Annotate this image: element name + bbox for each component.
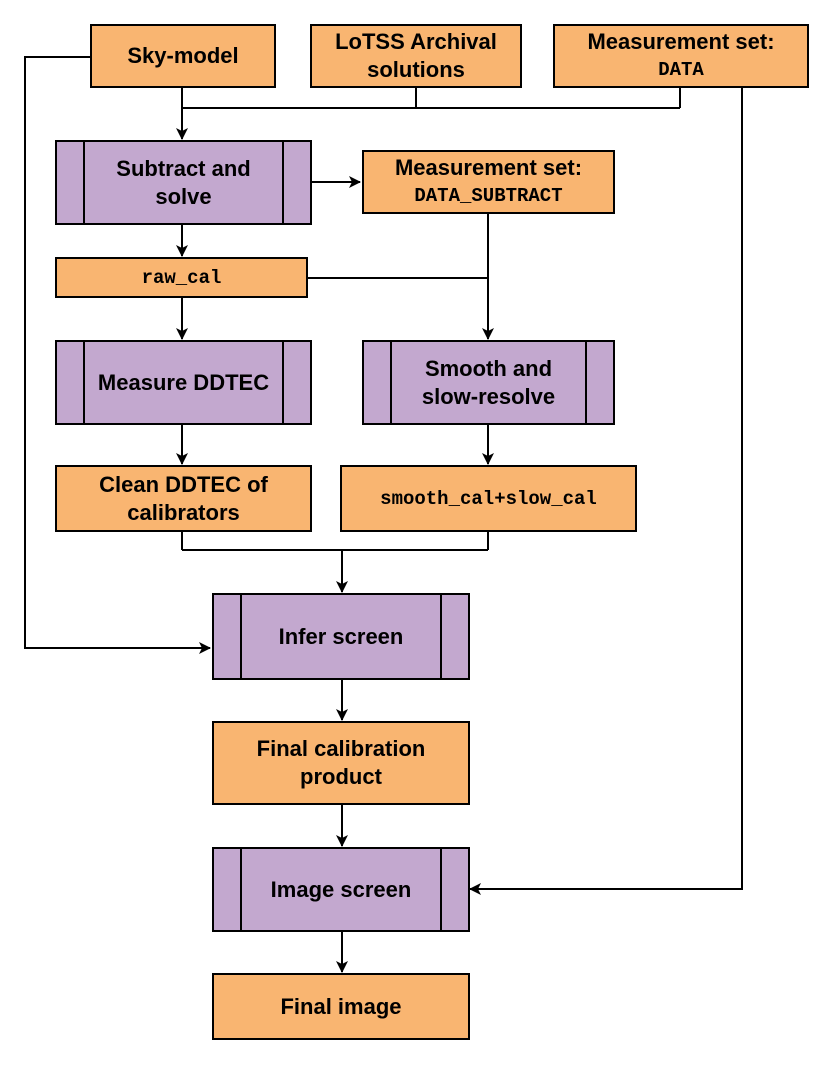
final-calibration-product-node: Final calibration product bbox=[212, 721, 470, 805]
lotss-label-line1: LoTSS Archival bbox=[335, 29, 497, 54]
sky-model-node: Sky-model bbox=[90, 24, 276, 88]
smooth-label-line2: slow-resolve bbox=[421, 383, 556, 409]
subtract-and-solve-node: Subtract and solve bbox=[55, 140, 312, 225]
process-bar-left bbox=[83, 342, 85, 423]
lotss-archival-node: LoTSS Archival solutions bbox=[310, 24, 522, 88]
process-bar-left bbox=[240, 849, 242, 930]
process-bar-right bbox=[585, 342, 587, 423]
raw-cal-label: raw_cal bbox=[141, 266, 222, 289]
ms-data-label-line2: DATA bbox=[658, 59, 704, 81]
clean-ddtec-node: Clean DDTEC of calibrators bbox=[55, 465, 312, 532]
ms-data-subtract-label-line1: Measurement set: bbox=[394, 155, 583, 180]
ms-data-subtract-label-line2: DATA_SUBTRACT bbox=[414, 185, 563, 207]
measure-ddtec-label: Measure DDTEC bbox=[97, 369, 270, 395]
measure-ddtec-node: Measure DDTEC bbox=[55, 340, 312, 425]
edge-ms-data-to-image-screen bbox=[469, 88, 743, 895]
measurement-set-data-subtract-node: Measurement set: DATA_SUBTRACT bbox=[362, 150, 615, 214]
process-bar-left bbox=[390, 342, 392, 423]
smooth-cal-slow-cal-node: smooth_cal+slow_cal bbox=[340, 465, 637, 532]
smooth-label-line1: Smooth and bbox=[424, 355, 553, 381]
subtract-label-line1: Subtract and bbox=[116, 155, 251, 181]
raw-cal-node: raw_cal bbox=[55, 257, 308, 298]
final-image-node: Final image bbox=[212, 973, 470, 1040]
subtract-label-line2: solve bbox=[155, 183, 212, 209]
process-bar-right bbox=[440, 595, 442, 678]
infer-screen-label: Infer screen bbox=[278, 623, 404, 649]
final-image-label: Final image bbox=[280, 993, 402, 1019]
process-bar-right bbox=[282, 142, 284, 223]
image-screen-node: Image screen bbox=[212, 847, 470, 932]
process-bar-right bbox=[440, 849, 442, 930]
smooth-and-slow-resolve-node: Smooth and slow-resolve bbox=[362, 340, 615, 425]
clean-ddtec-label-line2: calibrators bbox=[127, 499, 240, 525]
process-bar-left bbox=[240, 595, 242, 678]
clean-ddtec-label-line1: Clean DDTEC of bbox=[99, 471, 268, 497]
final-cal-label-line2: product bbox=[300, 764, 382, 789]
sky-model-label: Sky-model bbox=[127, 43, 239, 68]
lotss-label-line2: solutions bbox=[367, 57, 465, 82]
infer-screen-node: Infer screen bbox=[212, 593, 470, 680]
measurement-set-data-node: Measurement set: DATA bbox=[553, 24, 809, 88]
process-bar-left bbox=[83, 142, 85, 223]
process-bar-right bbox=[282, 342, 284, 423]
final-cal-label-line1: Final calibration bbox=[256, 736, 426, 761]
smooth-cal-slow-cal-label: smooth_cal+slow_cal bbox=[380, 487, 597, 510]
image-screen-label: Image screen bbox=[270, 876, 412, 902]
edge-sky-model-to-infer bbox=[24, 56, 211, 654]
ms-data-label-line1: Measurement set: bbox=[587, 29, 775, 54]
